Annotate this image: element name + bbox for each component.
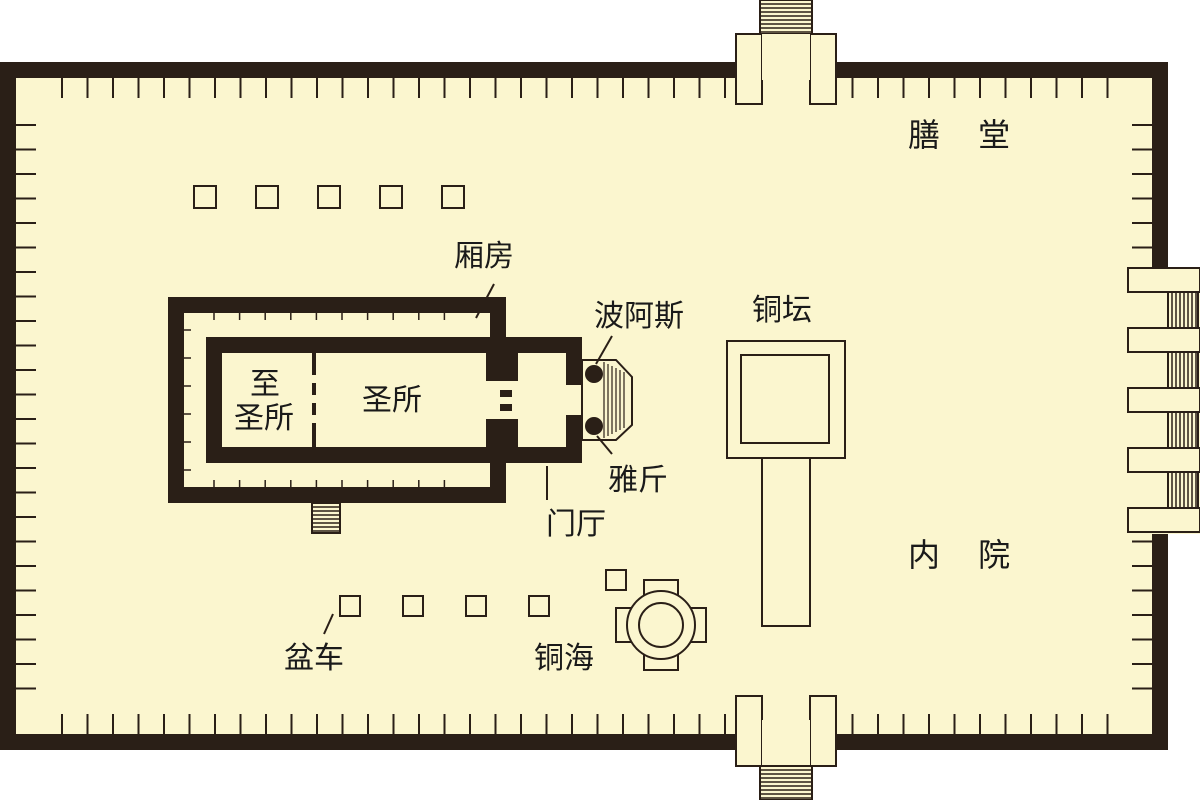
wall-tick-marks <box>16 78 1152 734</box>
pillar-row-top <box>193 185 465 209</box>
temple-building <box>168 283 586 534</box>
label-holy-of-holies-line1: 至 <box>250 367 280 402</box>
label-holy-place: 圣所 <box>362 383 422 418</box>
bottom-gate <box>735 695 837 800</box>
bronze-sea <box>615 579 707 671</box>
pillar-boaz <box>585 335 613 383</box>
pillar-jachin <box>585 417 613 455</box>
label-basin-carts: 盆车 <box>284 641 344 676</box>
label-bronze-sea: 铜海 <box>534 641 594 676</box>
label-side-rooms: 厢房 <box>454 239 514 274</box>
label-dining-hall: 膳 堂 <box>908 116 1024 154</box>
right-gate <box>1127 267 1200 534</box>
label-bronze-altar: 铜坛 <box>752 293 812 328</box>
label-holy-of-holies-line2: 圣所 <box>234 401 294 436</box>
label-inner-court: 内 院 <box>908 536 1024 574</box>
label-boaz: 波阿斯 <box>594 299 684 334</box>
bronze-altar <box>726 340 846 627</box>
top-gate <box>735 0 837 105</box>
label-jachin: 雅斤 <box>608 463 668 498</box>
label-porch: 门厅 <box>546 507 606 542</box>
basin-carts <box>323 569 627 635</box>
